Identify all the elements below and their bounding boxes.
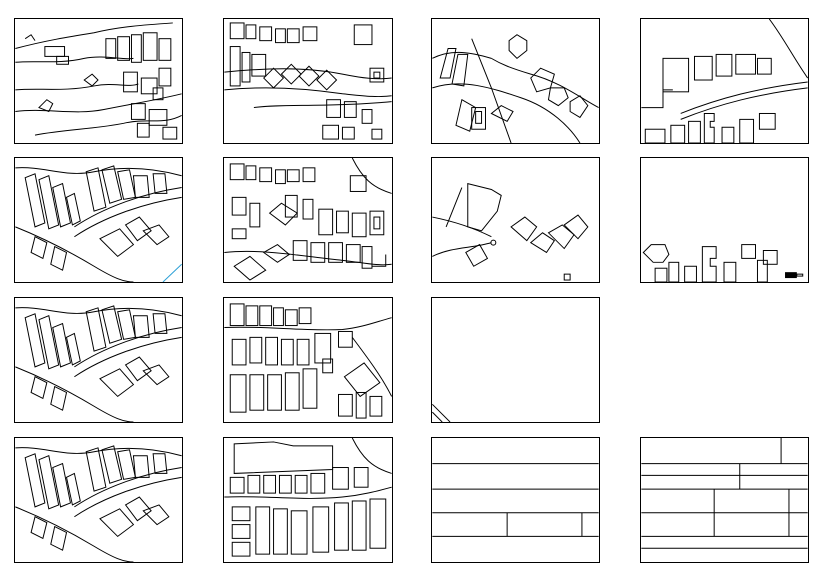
panel-r3c4-empty — [640, 297, 809, 423]
panel-r4c2-dense-blocks-map — [223, 437, 393, 563]
panel-r3c2-dense-blocks-map — [223, 297, 393, 423]
panel-r2c2-dense-blocks-map — [223, 157, 393, 283]
panel-r1c2-dense-blocks-map — [223, 18, 393, 144]
panel-r4c4-title-block — [640, 437, 809, 563]
panel-r1c4-road-edge-map — [640, 18, 809, 144]
panel-r1c3-crossroad-map — [431, 18, 600, 144]
panel-r4c1-curved-street-map — [14, 437, 183, 563]
panel-r2c4-bottom-edge-map — [640, 157, 809, 283]
panel-r2c3-sparse-buildings-map — [431, 157, 600, 283]
panel-r3c1-curved-street-map — [14, 297, 183, 423]
panel-r3c3-empty-corner-map — [431, 297, 600, 423]
panel-r2c1-curved-street-map — [14, 157, 183, 283]
panel-r4c3-title-block — [431, 437, 600, 563]
panel-r1c1-riverbank-map — [14, 18, 183, 144]
